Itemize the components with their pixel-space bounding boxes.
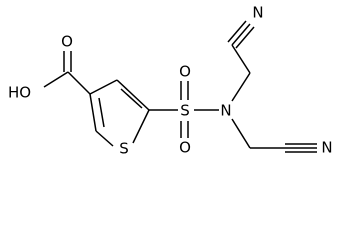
thiophene-ring [89, 79, 150, 147]
nitrile-nitrogen-top-label: N [252, 4, 263, 22]
ring-sulfur-label: S [119, 140, 129, 158]
molecule-canvas: HO O S S O O N N N [8, 4, 333, 158]
bond-c3-c4 [89, 79, 118, 95]
sulfonyl-oxygen-top-label: O [179, 63, 191, 81]
hydroxyl-label: HO [8, 84, 31, 102]
bond-c-oh [43, 71, 69, 88]
sulfonyl-sulfur-label: S [180, 102, 190, 120]
carboxylic-acid-group [43, 51, 91, 95]
bond-c2-c3 [89, 93, 97, 132]
molecule-structure: HO O S S O O N N N [8, 4, 333, 158]
cyanomethyl-arms [227, 20, 317, 153]
sulfonyl-oxygen-bottom-label: O [179, 139, 191, 157]
bond-n-ch2-bottom [231, 118, 251, 149]
bond-c4-c5-inner [120, 88, 143, 109]
nitrile-nitrogen-bottom-label: N [321, 139, 332, 157]
bond-c5-s1 [132, 109, 150, 144]
bond-n-ch2-top [231, 72, 251, 102]
bond-s1-c2 [95, 130, 114, 147]
bond-c4-c5 [116, 79, 150, 111]
bond-triple-top-3 [227, 20, 247, 43]
bond-c3-ccooh [67, 71, 91, 95]
carbonyl-oxygen-label: O [61, 33, 73, 51]
bond-ch2-cn-top [231, 44, 251, 74]
atom-labels: HO O S S O O N N N [8, 4, 333, 158]
bond-triple-top-2 [235, 26, 255, 49]
bond-c2-c3-inner [98, 97, 105, 128]
bond-triple-top-1 [231, 23, 251, 46]
amine-nitrogen-label: N [220, 102, 231, 120]
sulfonyl-group [149, 81, 219, 138]
